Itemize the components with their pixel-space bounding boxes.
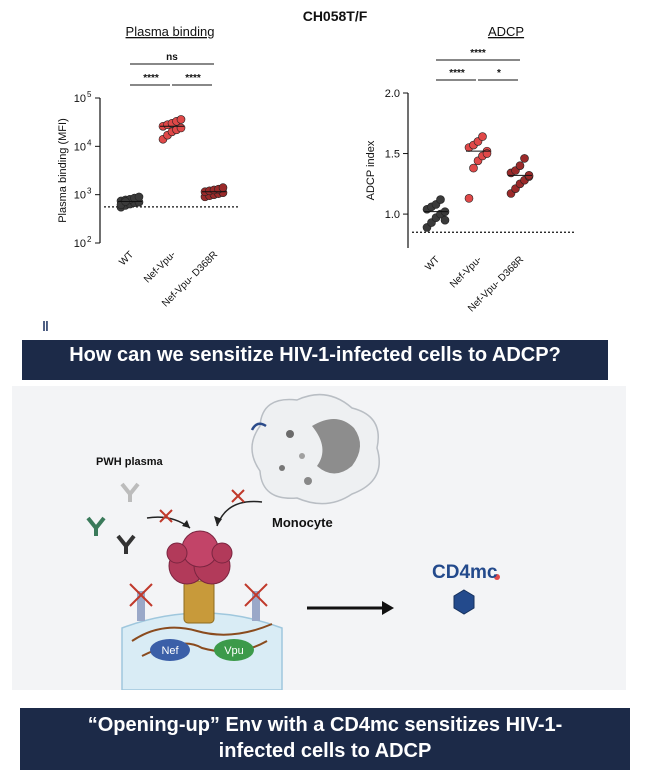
y-tick-label: 10 <box>74 141 86 153</box>
data-point <box>218 183 228 192</box>
conclusion-line-1: “Opening-up” Env with a CD4mc sensitizes… <box>87 714 563 736</box>
vpu-label: Vpu <box>224 645 244 657</box>
data-point <box>520 154 529 163</box>
data-point <box>469 163 478 173</box>
cd4-receptor-icon <box>244 583 268 621</box>
diagram-panel: Nef Vpu <box>12 386 626 691</box>
question-text: How can we sensitize HIV-1-infected cell… <box>69 344 561 366</box>
y-tick-exponent: 2 <box>87 235 92 244</box>
significance-label: * <box>497 68 501 79</box>
significance-label: ns <box>166 52 178 63</box>
y-tick-exponent: 5 <box>87 90 92 99</box>
y-tick-exponent: 4 <box>87 138 92 147</box>
cell-membrane <box>121 612 283 691</box>
significance-label: **** <box>470 48 486 59</box>
y-tick-label: 2.0 <box>385 88 400 100</box>
nef-label: Nef <box>161 645 179 657</box>
data-point <box>176 115 186 124</box>
monocyte-icon <box>250 393 380 505</box>
antibody-icon <box>86 516 106 536</box>
y-axis-label: ADCP index <box>365 140 377 200</box>
x-tick-label: Nef-Vpu- <box>448 254 484 290</box>
y-tick-label: 10 <box>74 238 86 250</box>
y-axis-label: Plasma binding (MFI) <box>57 118 69 223</box>
vpu-oval <box>214 639 254 661</box>
cd4mc-hexagon-icon <box>453 589 475 615</box>
x-tick-label: Nef-Vpu- <box>142 249 178 285</box>
blocked-arrow <box>216 500 263 527</box>
antibody-icon <box>116 534 136 554</box>
data-point <box>515 161 525 170</box>
conclusion-line-2: infected cells to ADCP <box>218 740 432 762</box>
pwh-plasma-label: PWH plasma <box>96 456 163 468</box>
env-trimer-icon <box>166 530 233 624</box>
significance-label: **** <box>449 68 465 79</box>
diagram-svg: Nef Vpu <box>86 393 500 691</box>
data-point <box>464 194 474 203</box>
y-tick-label: 10 <box>74 93 86 105</box>
cd4mc-label: CD4mc <box>432 562 498 583</box>
x-tick-label: WT <box>423 254 442 273</box>
nef-oval <box>150 639 190 661</box>
strand-line <box>131 623 273 642</box>
significance-label: **** <box>185 73 201 84</box>
y-tick-label: 1.0 <box>385 209 400 221</box>
data-point <box>440 215 450 225</box>
data-point <box>134 192 144 202</box>
y-tick-label: 1.5 <box>385 149 400 161</box>
y-tick-exponent: 3 <box>87 187 92 196</box>
conclusion-banner: “Opening-up” Env with a CD4mc sensitizes… <box>20 708 630 770</box>
data-point <box>478 132 487 141</box>
chart-title: ADCP <box>488 24 524 39</box>
cursor-dot-icon <box>494 574 500 580</box>
chart-title: Plasma binding <box>126 24 215 39</box>
cd4-receptor-icon <box>129 583 153 621</box>
y-tick-label: 10 <box>74 190 86 202</box>
figure-title: CH058T/F <box>302 8 368 24</box>
question-banner: How can we sensitize HIV-1-infected cell… <box>22 340 608 380</box>
antibody-icon <box>120 482 140 502</box>
x-tick-label: WT <box>117 249 136 268</box>
data-point <box>436 195 445 204</box>
significance-label: **** <box>143 73 159 84</box>
slide-marker-icon: ‖ <box>42 318 49 334</box>
monocyte-label: Monocyte <box>272 515 333 530</box>
